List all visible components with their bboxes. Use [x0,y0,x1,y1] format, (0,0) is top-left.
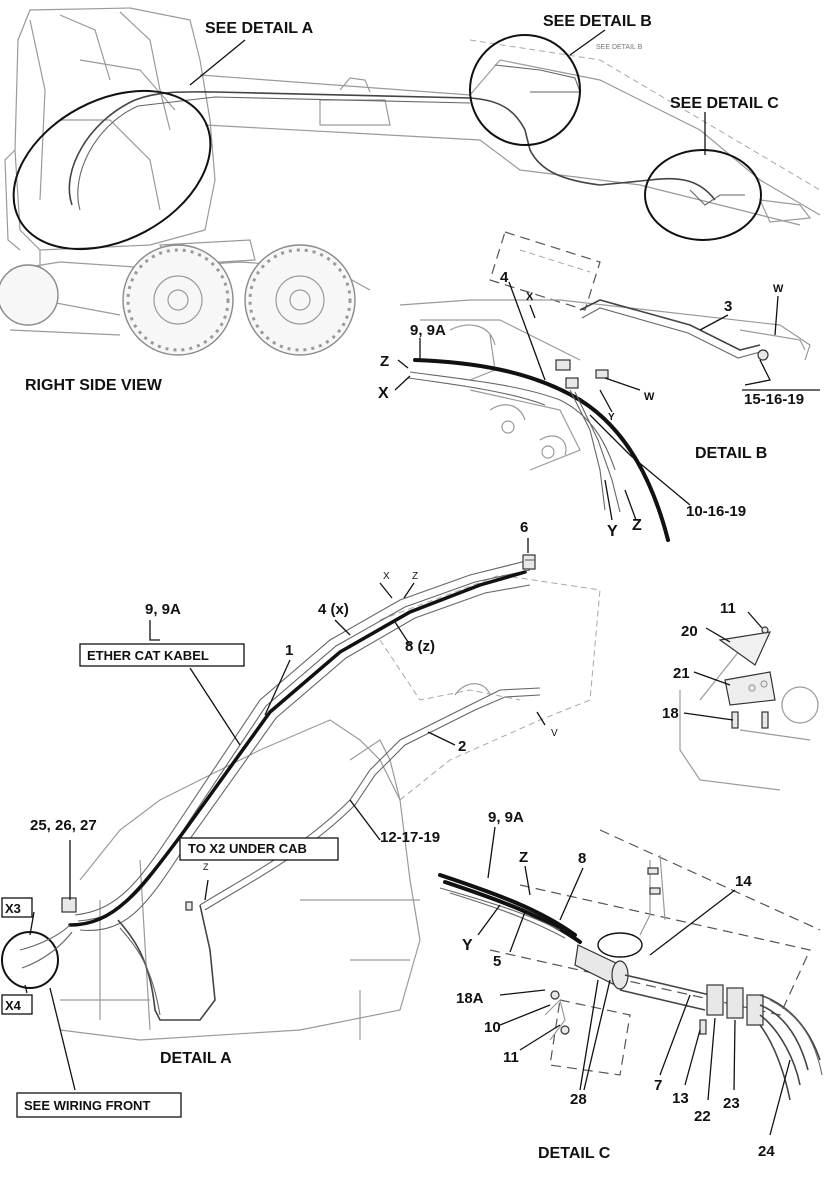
detail-a-label-9-9a: 9, 9A [145,601,181,618]
detail-c-title: DETAIL C [538,1145,611,1162]
detail-c-label-24: 24 [758,1143,775,1160]
see-detail-c-callout: SEE DETAIL C [670,95,779,112]
bracket-label-18: 18 [662,705,679,722]
detail-c-label-13: 13 [672,1090,689,1107]
detail-a-v: V [551,728,558,739]
detail-a-title: DETAIL A [160,1050,232,1067]
detail-a-marker [12,89,212,251]
detail-a-z-small2: Z [203,862,209,872]
detail-c-label-z: Z [519,849,528,866]
detail-c-label-23: 23 [723,1095,740,1112]
see-wiring-front-box [16,1092,182,1118]
detail-a-drawing [1,538,601,1091]
detail-b-label-9-9a: 9, 9A [410,322,446,339]
detail-c-label-11: 11 [503,1049,519,1066]
detail-b-marker [469,34,581,146]
detail-b-label-z2: Z [632,517,642,534]
detail-c-label-7: 7 [654,1077,662,1094]
bracket-detail-drawing [679,611,819,791]
ether-cat-label: ETHER CAT KABEL [87,648,209,663]
see-detail-b-small: SEE DETAIL B [596,44,643,51]
detail-b-label-3: 3 [724,298,732,315]
right-side-view-title: RIGHT SIDE VIEW [25,377,163,394]
bracket-label-11: 11 [720,600,736,617]
detail-a-ref-12-17-19: 12-17-19 [380,829,440,846]
detail-b-title: DETAIL B [695,445,767,462]
detail-c-label-9-9a: 9, 9A [488,809,524,826]
see-detail-b-callout: SEE DETAIL B [543,13,652,30]
detail-b-x-small: X [526,291,534,303]
detail-b-label-z: Z [380,353,389,370]
detail-c-drawing [438,826,823,1136]
detail-c-label-y: Y [462,937,473,954]
detail-b-w-mid: W [644,391,655,403]
detail-a-x-small: X [383,571,390,582]
detail-b-ref-15-16-19: 15-16-19 [744,391,804,408]
detail-a-label-25-26-27: 25, 26, 27 [30,817,97,834]
detail-b-label-y: Y [607,523,618,540]
detail-c-label-5: 5 [493,953,501,970]
see-detail-a-callout: SEE DETAIL A [205,20,314,37]
detail-a-label-8z: 8 (z) [405,638,435,655]
detail-b-drawing [394,231,811,542]
detail-c-label-22: 22 [694,1108,711,1125]
see-wiring-front-label: SEE WIRING FRONT [24,1098,150,1113]
x3-box [1,897,33,918]
detail-a-label-6: 6 [520,519,528,536]
x4-label: X4 [5,998,22,1013]
detail-c-label-10: 10 [484,1019,501,1036]
detail-b-y-small: Y [608,412,615,423]
detail-c-label-8: 8 [578,850,586,867]
bracket-label-21: 21 [673,665,690,682]
detail-c-label-18a: 18A [456,990,484,1007]
detail-a-label-1: 1 [285,642,293,659]
detail-b-label-4: 4 [500,269,509,286]
x4-box [1,994,33,1015]
detail-b-label-x: X [378,385,389,402]
detail-c-label-28: 28 [570,1091,587,1108]
detail-c-label-14: 14 [735,873,752,890]
detail-b-ref-10-16-19: 10-16-19 [686,503,746,520]
bracket-label-20: 20 [681,623,698,640]
to-x2-box [179,837,339,861]
x3-label: X3 [5,901,21,916]
detail-c-marker [644,149,762,241]
right-side-view-machine [0,7,821,356]
ether-cat-box [79,643,245,667]
to-x2-label: TO X2 UNDER CAB [188,841,307,856]
detail-a-z-small: Z [412,571,418,582]
detail-a-label-4x: 4 (x) [318,601,349,618]
detail-b-w-top: W [773,283,784,295]
detail-a-label-2: 2 [458,738,466,755]
